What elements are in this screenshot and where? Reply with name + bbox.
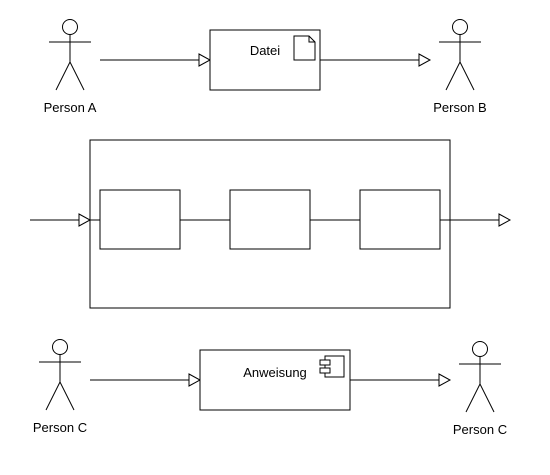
datei-label: Datei [250, 43, 280, 58]
actor-person-c-right [459, 341, 501, 413]
arrow-anweisung-to-c [350, 373, 452, 387]
document-icon [293, 35, 316, 61]
actor-person-b [439, 19, 481, 91]
arrow-datei-to-b [320, 53, 432, 67]
actor-person-c-left [39, 339, 81, 411]
artifact-datei [209, 29, 321, 91]
anweisung-label: Anweisung [243, 365, 307, 380]
arrow-out-of-pipeline [450, 213, 512, 227]
person-b-label: Person B [433, 100, 486, 115]
pipeline-step-1 [99, 189, 181, 250]
person-a-label: Person A [44, 100, 97, 115]
person-c-left-label: Person C [33, 420, 87, 435]
component-icon [319, 355, 345, 378]
arrow-c-to-anweisung [90, 373, 202, 387]
pipeline-step-2 [229, 189, 311, 250]
actor-person-a [49, 19, 91, 91]
arrow-into-pipeline [30, 213, 92, 227]
pipeline-step-3 [359, 189, 441, 250]
arrow-a-to-datei [100, 53, 212, 67]
person-c-right-label: Person C [453, 422, 507, 437]
artifact-anweisung [199, 349, 351, 411]
